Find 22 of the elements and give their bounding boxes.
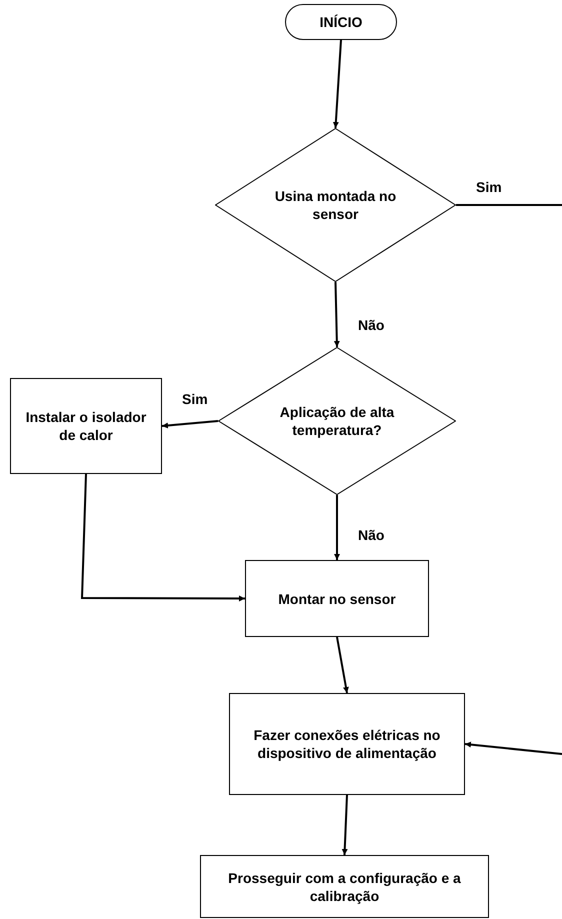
node-text: INÍCIO — [320, 13, 362, 31]
process-box — [229, 693, 465, 795]
node-text: Aplicação de alta temperatura? — [278, 403, 396, 439]
decision-diamond — [215, 128, 456, 282]
decision-diamond — [218, 347, 456, 495]
process-box — [200, 855, 489, 918]
node-text: Usina montada no sensor — [274, 187, 398, 223]
node-text: Prosseguir com a configuração e a calibração — [227, 868, 462, 904]
arrow — [332, 40, 342, 128]
arrow — [334, 495, 340, 560]
node-text: Instalar o isolador de calor — [24, 408, 148, 444]
arrow — [80, 474, 245, 602]
arrow — [342, 794, 348, 856]
node-text: Fazer conexões elétricas no dispositivo de alimentação — [252, 726, 442, 762]
start-terminal — [285, 4, 397, 40]
process-box — [10, 378, 162, 474]
node-text: Montar no sensor — [278, 590, 396, 608]
arrow — [464, 742, 562, 755]
arrow — [336, 636, 349, 694]
arrow — [162, 420, 218, 428]
arrow — [334, 282, 340, 348]
process-box — [245, 560, 429, 637]
